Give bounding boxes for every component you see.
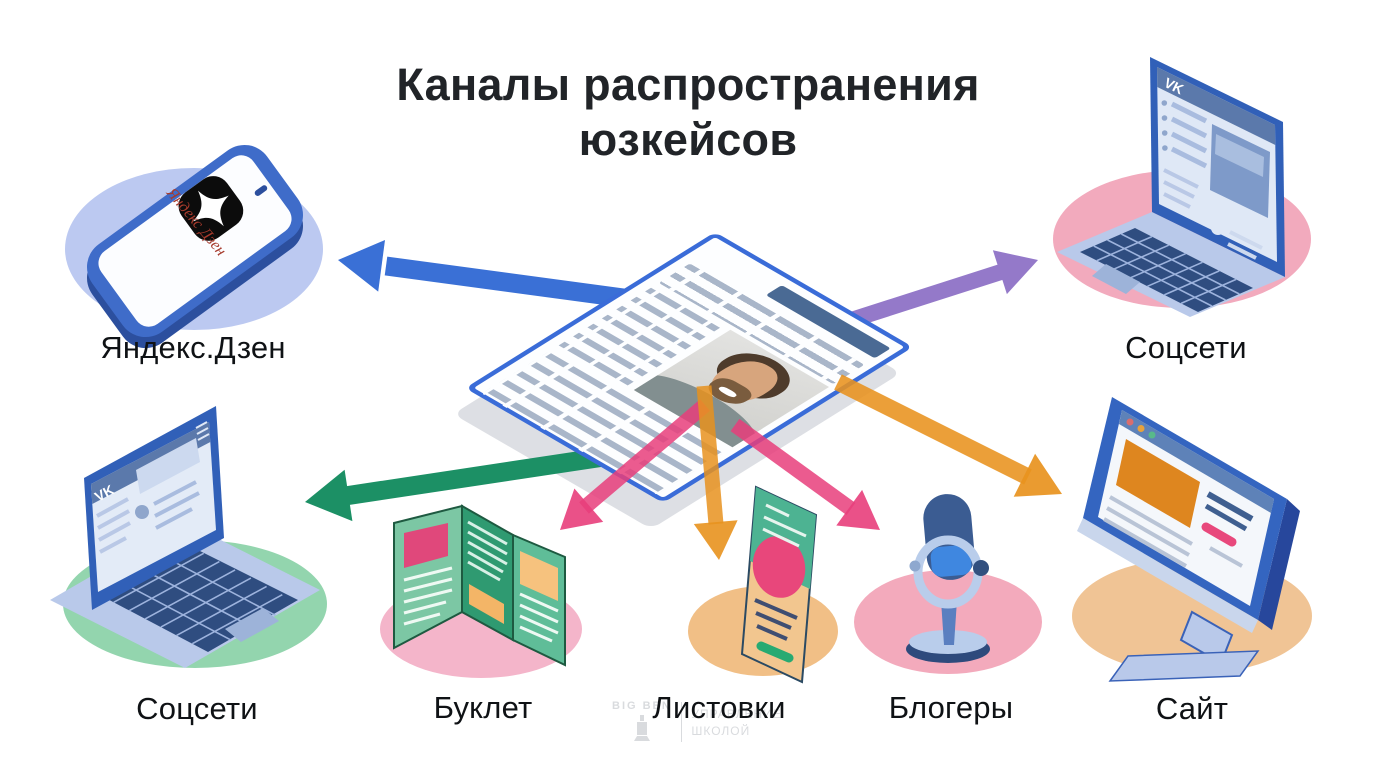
watermark-divider	[680, 702, 683, 742]
arrow-to-site	[834, 374, 1062, 497]
watermark-brand: BIG BEN	[612, 700, 672, 712]
label-site: Сайт	[1155, 691, 1229, 726]
label-yandex-zen: Яндекс.Дзен	[100, 330, 286, 365]
cta-button	[1201, 522, 1237, 547]
hero-image-block	[1116, 439, 1200, 528]
pad-flyers	[688, 586, 838, 676]
vk-logo-text: VK	[92, 481, 117, 504]
label-flyers: Листовки	[652, 690, 786, 725]
page-title: Каналы распространения юзкейсов	[0, 58, 1376, 168]
tower-icon	[633, 715, 650, 741]
title-line-2: юзкейсов	[578, 113, 798, 165]
hamburger-icon	[195, 421, 210, 441]
watermark-line2: ШКОЛОЙ	[691, 723, 751, 738]
vk-feed-content	[96, 438, 200, 554]
label-booklet: Буклет	[433, 690, 533, 725]
pad-bloggers	[854, 570, 1042, 674]
watermark-line1: УПРАВЛЕНИЕ	[691, 706, 782, 721]
pad-booklet	[380, 580, 582, 678]
label-social-bottom: Соцсети	[136, 691, 258, 726]
label-social-top: Соцсети	[1125, 330, 1247, 365]
pad-social-bottom	[63, 540, 327, 668]
pad-social-top	[1053, 170, 1311, 308]
arrow-to-social-top	[842, 250, 1038, 330]
pad-yandex-zen	[65, 168, 323, 330]
watermark: BIG BEN УПРАВЛЕНИЕ ШКОЛОЙ	[612, 700, 782, 744]
use-case-document	[465, 232, 914, 504]
pad-site	[1072, 558, 1312, 674]
title-line-1: Каналы распространения	[396, 59, 980, 110]
browser-dots-icon	[1126, 418, 1156, 439]
label-bloggers: Блогеры	[888, 690, 1014, 725]
